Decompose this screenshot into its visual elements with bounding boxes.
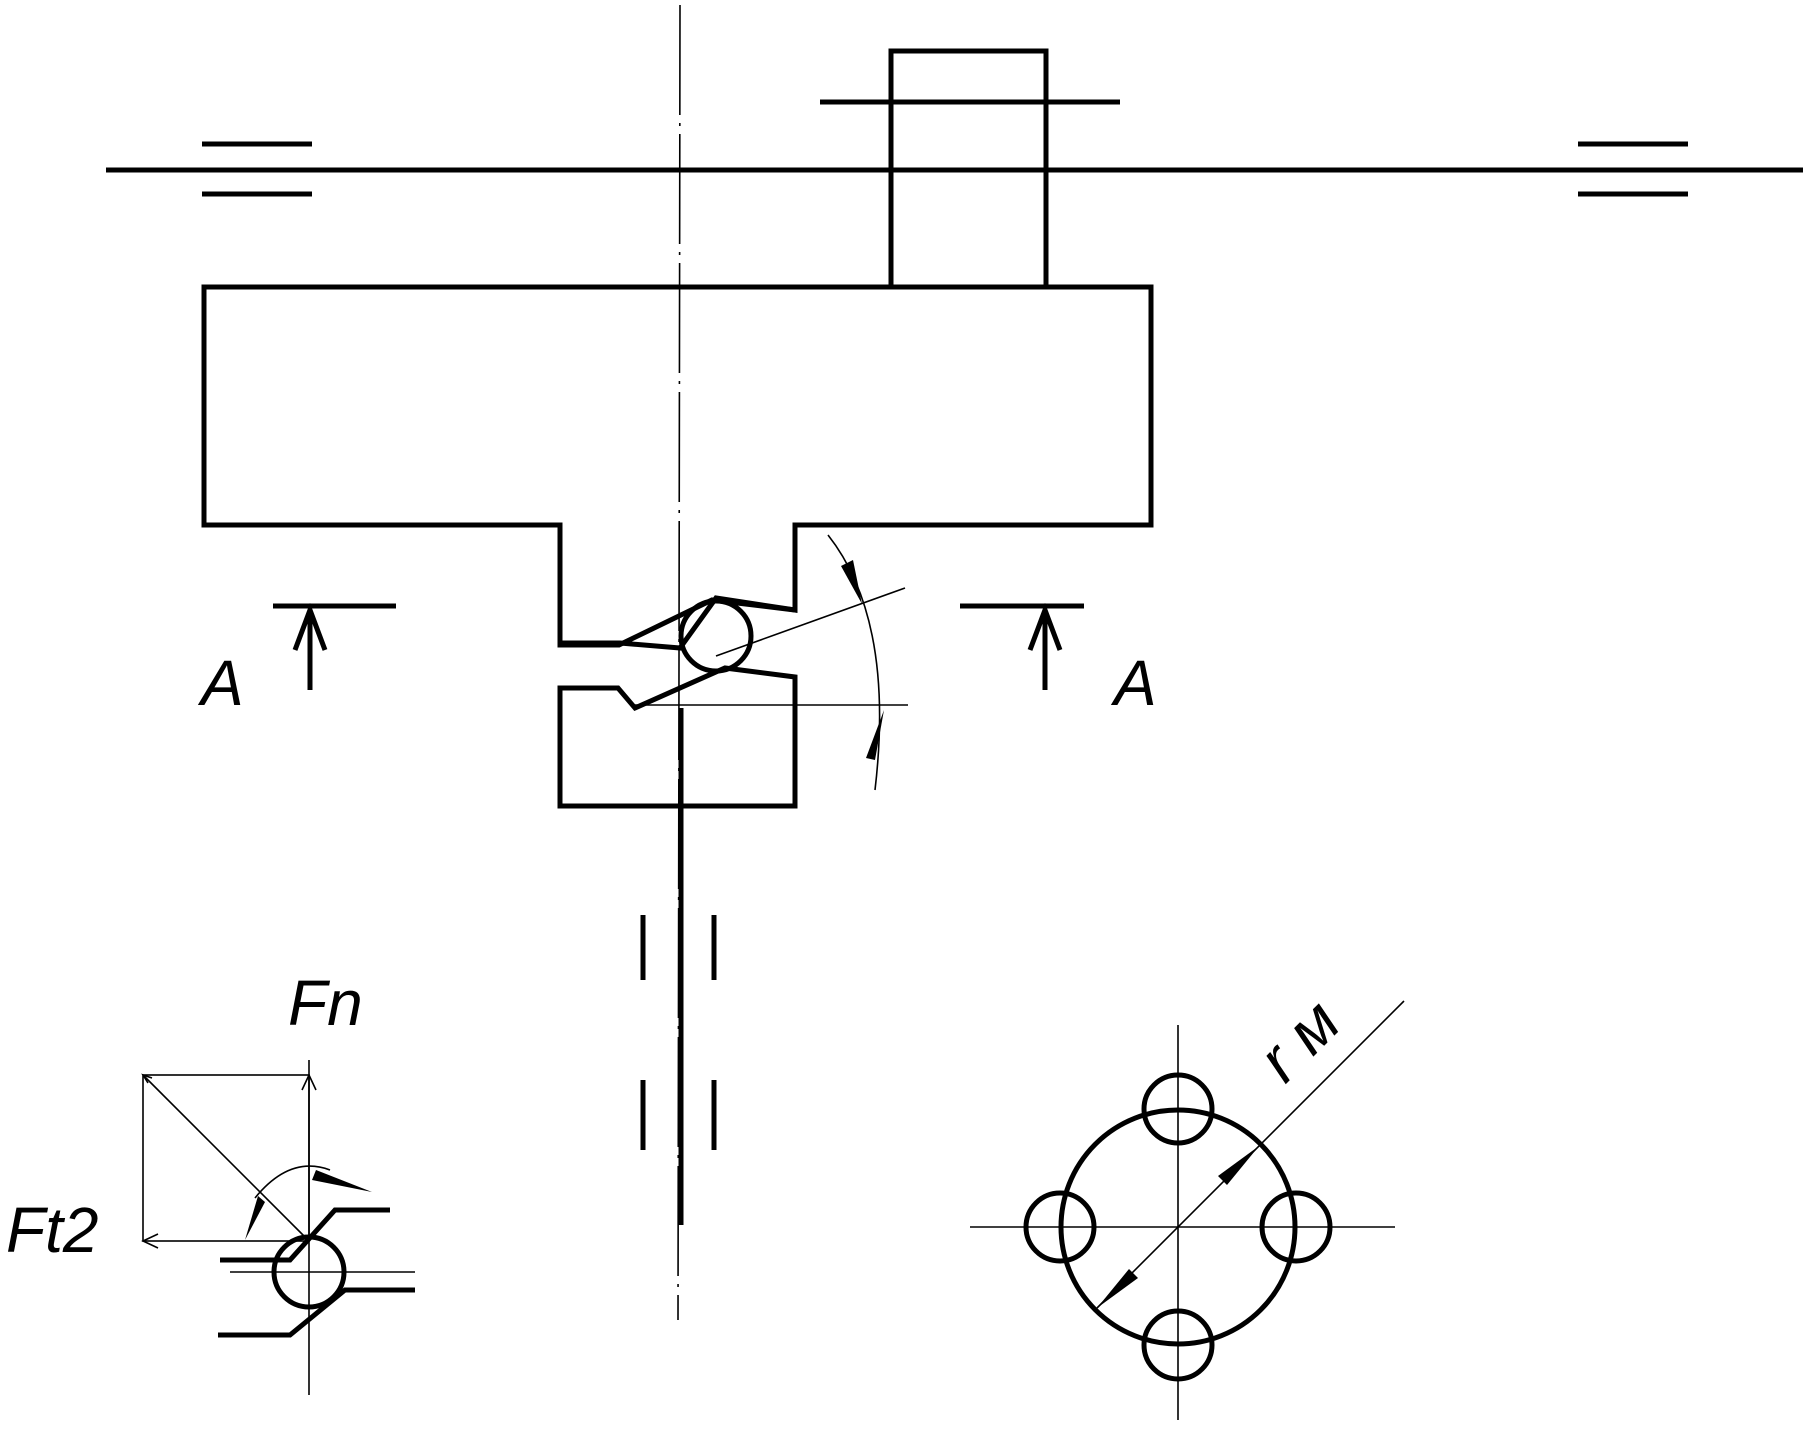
roller-right (1259, 1190, 1333, 1264)
radius-arrow-outer (1218, 1146, 1259, 1185)
angle-arrow-bottom (866, 710, 884, 760)
radius-arrow-inner (1097, 1269, 1138, 1308)
roller-top (1141, 1072, 1215, 1146)
main-body (201, 284, 1154, 651)
section-label-right: A (1110, 647, 1157, 719)
force-label-ft2: Ft2 (6, 1194, 98, 1266)
angle-arrow-top (841, 560, 862, 604)
section-outer-circle (1058, 1107, 1298, 1347)
force-diagram: Fn Ft2 (6, 967, 415, 1395)
shaft-assembly (106, 141, 1803, 197)
section-left-arrow-head (292, 602, 328, 651)
arrow-ft-head (141, 1233, 159, 1249)
lower-block (557, 665, 798, 809)
section-label-left: A (197, 647, 244, 719)
roller-lower (271, 1234, 347, 1310)
radius-label: r м (1244, 985, 1354, 1095)
upper-pocket-edge (557, 525, 798, 648)
roller-left (1023, 1190, 1097, 1264)
force-arrow-up (245, 1196, 265, 1240)
hub-body (888, 48, 1049, 287)
force-arc (254, 1165, 331, 1199)
angle-arc (827, 534, 881, 791)
section-mark-right: A (960, 602, 1157, 719)
hub (820, 48, 1120, 287)
section-right-arrow-head (1027, 602, 1063, 651)
section-view: r м (970, 985, 1405, 1420)
arrow-resultant-head (141, 1073, 153, 1084)
section-mark-left: A (197, 602, 396, 719)
roller-bottom (1141, 1308, 1215, 1382)
force-arrow-right (312, 1170, 372, 1192)
force-resultant (142, 1074, 310, 1242)
angle-ref-inclined (715, 587, 906, 657)
roller-housing-lower (218, 1287, 415, 1338)
angle-indicator (635, 534, 908, 791)
center-axis (677, 4, 681, 1321)
force-label-fn: Fn (288, 967, 363, 1039)
arrow-fn-head (301, 1073, 317, 1091)
